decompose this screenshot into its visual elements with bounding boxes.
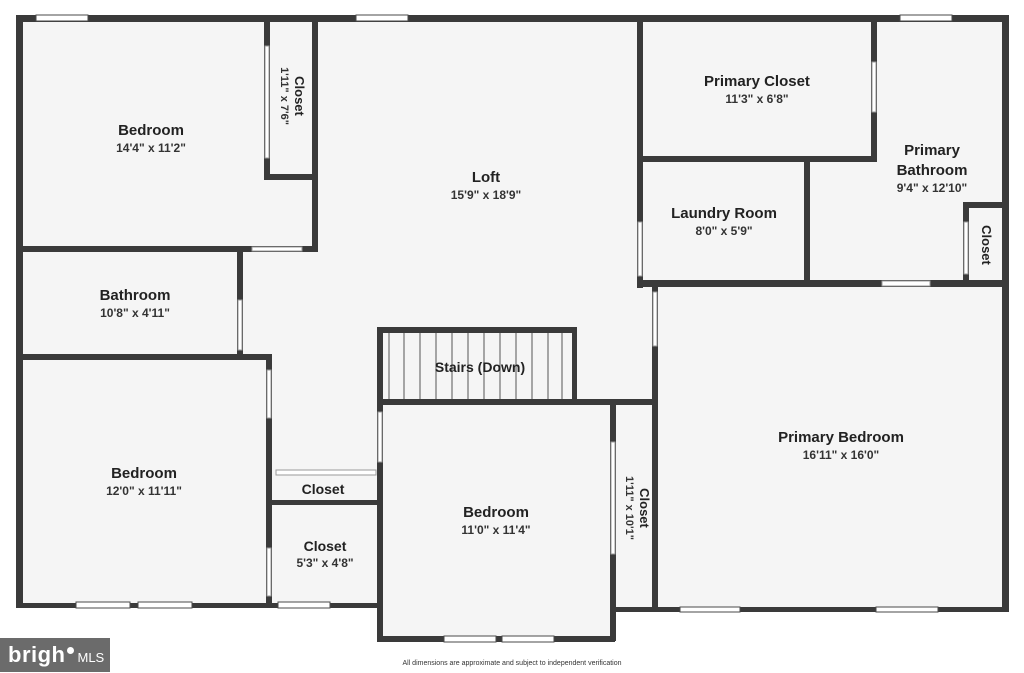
room-label-bathroom: Bathroom 10'8" x 4'11" bbox=[100, 287, 171, 320]
room-dimensions: 1'11" x 7'6" bbox=[278, 67, 290, 125]
room-label-loft: Loft 15'9" x 18'9" bbox=[451, 169, 521, 202]
room-name: Closet bbox=[304, 538, 347, 554]
room-name: Closet bbox=[302, 481, 345, 497]
room-label-stairs: Stairs (Down) bbox=[435, 359, 525, 375]
room-dimensions: 12'0" x 11'11" bbox=[106, 484, 182, 498]
logo-brand-text: brigh bbox=[8, 642, 66, 667]
room-label-closet-center: Closet 1'11" x 10'1" bbox=[623, 476, 652, 540]
disclaimer-text: All dimensions are approximate and subje… bbox=[402, 660, 622, 667]
room-name: Closet bbox=[292, 76, 307, 116]
room-label-primary-closet: Primary Closet 11'3" x 6'8" bbox=[704, 73, 810, 106]
room-label-closet-ne: Closet bbox=[979, 225, 994, 265]
logo-dot-icon bbox=[66, 646, 74, 654]
room-label-closet-nw: Closet 1'11" x 7'6" bbox=[278, 67, 307, 125]
room-label-primary-bedroom: Primary Bedroom 16'11" x 16'0" bbox=[778, 429, 904, 462]
room-name: Closet bbox=[637, 488, 652, 528]
room-dimensions: 1'11" x 10'1" bbox=[623, 476, 635, 540]
room-dimensions: 9'4" x 12'10" bbox=[897, 181, 967, 195]
room-name: Primary Closet bbox=[704, 73, 810, 90]
logo-suffix-text: MLS bbox=[77, 649, 105, 665]
room-dimensions: 14'4" x 11'2" bbox=[116, 141, 186, 155]
stair-treads bbox=[388, 333, 563, 399]
room-name: Bedroom bbox=[463, 504, 529, 521]
room-name: Bathroom bbox=[100, 287, 171, 304]
room-name: Loft bbox=[472, 169, 500, 186]
room-name: Stairs (Down) bbox=[435, 359, 525, 375]
room-name: Primary Bedroom bbox=[778, 429, 904, 446]
room-dimensions: 16'11" x 16'0" bbox=[803, 448, 879, 462]
room-dimensions: 5'3" x 4'8" bbox=[296, 556, 353, 570]
room-dimensions: 11'0" x 11'4" bbox=[461, 523, 530, 537]
room-name: Bedroom bbox=[111, 465, 177, 482]
windows bbox=[35, 14, 953, 643]
room-dimensions: 15'9" x 18'9" bbox=[451, 188, 521, 202]
room-label-bedroom-nw: Bedroom 14'4" x 11'2" bbox=[116, 122, 186, 155]
room-name: Closet bbox=[979, 225, 994, 265]
bright-mls-logo: brigh MLS bbox=[0, 638, 110, 672]
room-name-line-2: Bathroom bbox=[897, 162, 968, 179]
door-openings bbox=[237, 45, 969, 597]
room-label-closet-small: Closet 5'3" x 4'8" bbox=[296, 538, 353, 570]
room-name: Bedroom bbox=[118, 122, 184, 139]
room-label-bedroom-sw: Bedroom 12'0" x 11'11" bbox=[106, 465, 182, 498]
room-label-bedroom-center: Bedroom 11'0" x 11'4" bbox=[461, 504, 530, 537]
room-label-closet-hall: Closet bbox=[302, 481, 345, 497]
room-dimensions: 10'8" x 4'11" bbox=[100, 306, 170, 320]
floor-area bbox=[18, 18, 1006, 638]
room-label-primary-bathroom: Primary Bathroom 9'4" x 12'10" bbox=[897, 142, 968, 195]
room-dimensions: 11'3" x 6'8" bbox=[725, 92, 788, 106]
room-name-line-1: Primary bbox=[904, 142, 961, 159]
room-name: Laundry Room bbox=[671, 205, 777, 222]
room-dimensions: 8'0" x 5'9" bbox=[695, 224, 752, 238]
room-label-laundry-room: Laundry Room 8'0" x 5'9" bbox=[671, 205, 777, 238]
